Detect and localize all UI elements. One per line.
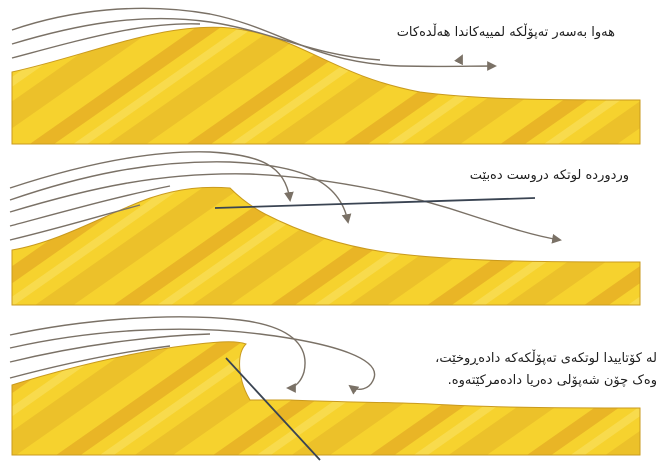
caption-crest-forms: وردوردە لوتکە دروست دەبێت — [470, 165, 629, 187]
small-arrow-1 — [460, 56, 462, 60]
caption-air-rises-over-dunes: هەوا بەسەر تەپۆڵکە لمییەکاندا هەڵدەکات — [397, 22, 615, 44]
pointer-line-2 — [215, 198, 535, 208]
sand-dune-1 — [12, 27, 640, 144]
wind-line-2a — [10, 152, 290, 200]
caption-crest-collapses: لە کۆتاییدا لوتکەی تەپۆڵکەکە دادەڕوخێت، … — [435, 348, 657, 392]
caption-crest-collapses-line-1: لە کۆتاییدا لوتکەی تەپۆڵکەکە دادەڕوخێت، — [435, 348, 657, 370]
caption-crest-collapses-line-2: وەک چۆن شەپۆلی دەریا دادەمرکێتەوە. — [435, 370, 657, 392]
